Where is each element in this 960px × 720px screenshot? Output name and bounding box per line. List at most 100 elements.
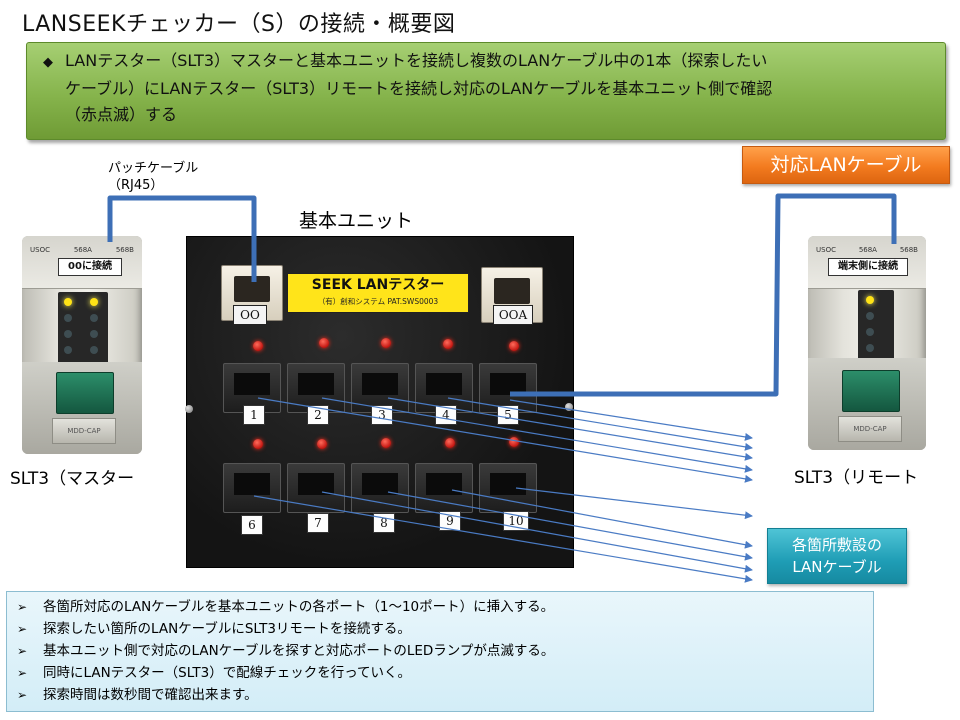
- port-4[interactable]: [415, 363, 473, 413]
- master-led-panel: [58, 292, 108, 364]
- master-led-2a: [64, 314, 72, 322]
- master-top-marks: USOC 568A 568B: [30, 246, 134, 254]
- field-arrow-4: [447, 397, 753, 451]
- arrow-bullet-icon: ➢: [17, 688, 28, 702]
- remote-led-1: [866, 296, 874, 304]
- master-led-1b: [90, 298, 98, 306]
- slt3-remote-device: USOC 568A 568B 端末側に接続 MDD-CAP: [808, 236, 926, 450]
- matching-cable-line: [510, 193, 897, 397]
- port-2[interactable]: [287, 363, 345, 413]
- port-led-6: [253, 439, 263, 449]
- field-cables-label: 各箇所敷設の LANケーブル: [767, 528, 907, 584]
- port-led-2: [319, 338, 329, 348]
- remote-led-4: [866, 344, 874, 352]
- base-unit: OO SEEK LANテスター （有）創和システム PAT.SWS0003 OO…: [185, 236, 574, 568]
- port-led-4: [443, 339, 453, 349]
- summary-box: ◆ LANテスター（SLT3）マスターと基本ユニットを接続し複数のLANケーブル中…: [26, 42, 946, 140]
- arrow-bullet-icon: ➢: [17, 644, 28, 658]
- field-cables-label-line1: 各箇所敷設の: [791, 536, 882, 554]
- seek-brand-label: SEEK LANテスター （有）創和システム PAT.SWS0003: [287, 273, 469, 313]
- notes-box: ➢ 各箇所対応のLANケーブルを基本ユニットの各ポート（1～10ポート）に挿入する…: [6, 591, 874, 712]
- summary-line-3: （赤点滅）する: [65, 105, 178, 124]
- master-led-3b: [90, 330, 98, 338]
- remote-top-marks: USOC 568A 568B: [816, 246, 918, 254]
- port-7[interactable]: [287, 463, 345, 513]
- port-label-2: 2: [307, 405, 329, 425]
- slt3-remote-label: SLT3（リモート: [794, 468, 919, 488]
- port-6[interactable]: [223, 463, 281, 513]
- note-text-4: 同時にLANテスター（SLT3）で配線チェックを行っていく。: [43, 665, 412, 681]
- remote-brand-plate: MDD-CAP: [838, 416, 902, 442]
- note-item-5: ➢ 探索時間は数秒間で確認出来ます。: [17, 684, 873, 706]
- port-led-5: [509, 341, 519, 351]
- slt3-master-device: USOC 568A 568B 00に接続 MDD-CAP: [22, 236, 142, 454]
- field-arrow-group: [253, 397, 753, 583]
- master-sticker: 00に接続: [58, 258, 122, 276]
- field-arrow-3: [387, 397, 753, 461]
- remote-sticker: 端末側に接続: [828, 258, 908, 276]
- remote-mark-usoc: USOC: [816, 246, 836, 254]
- page-title: LANSEEKチェッカー（S）の接続・概要図: [22, 12, 456, 37]
- master-mark-568a: 568A: [73, 246, 92, 254]
- port-9[interactable]: [415, 463, 473, 513]
- port-label-7: 7: [307, 513, 329, 533]
- diamond-bullet-icon: ◆: [43, 55, 53, 70]
- note-text-2: 探索したい箇所のLANケーブルにSLT3リモートを接続する。: [43, 621, 411, 637]
- master-led-3a: [64, 330, 72, 338]
- master-led-1a: [64, 298, 72, 306]
- port-led-3: [381, 338, 391, 348]
- master-mark-568b: 568B: [115, 246, 134, 254]
- remote-led-panel: [858, 290, 894, 362]
- remote-led-3: [866, 328, 874, 336]
- summary-line-1: ◆ LANテスター（SLT3）マスターと基本ユニットを接続し複数のLANケーブル中…: [43, 48, 933, 76]
- port-label-1: 1: [243, 405, 265, 425]
- master-led-4b: [90, 346, 98, 354]
- port-led-8: [381, 438, 391, 448]
- master-connector-latch: [56, 372, 114, 414]
- master-led-2b: [90, 314, 98, 322]
- field-arrow-7: [321, 491, 753, 573]
- note-item-3: ➢基本ユニット側で対応のLANケーブルを探すと対応ポートのLEDランプが点滅する…: [17, 640, 873, 662]
- port-led-1: [253, 341, 263, 351]
- note-item-1: ➢ 各箇所対応のLANケーブルを基本ユニットの各ポート（1～10ポート）に挿入する…: [17, 596, 873, 618]
- seek-brand-subtitle: （有）創和システム PAT.SWS0003: [317, 297, 439, 306]
- field-arrow-8: [387, 491, 753, 561]
- seek-brand-title: SEEK LANテスター: [311, 277, 445, 293]
- summary-text-1: LANテスター（SLT3）マスターと基本ユニットを接続し複数のLANケーブル中の…: [65, 51, 768, 70]
- master-mark-usoc: USOC: [30, 246, 50, 254]
- port-label-6: 6: [241, 515, 263, 535]
- remote-led-2: [866, 312, 874, 320]
- master-led-4a: [64, 346, 72, 354]
- field-arrow-2: [321, 397, 753, 473]
- field-arrow-5: [509, 399, 753, 441]
- port-led-9: [445, 438, 455, 448]
- base-unit-label: 基本ユニット: [299, 210, 414, 232]
- patch-cable-label: パッチケーブル （RJ45）: [108, 160, 198, 194]
- patch-cable-label-line2: （RJ45）: [108, 178, 164, 193]
- port-led-7: [317, 439, 327, 449]
- field-cables-label-line2: LANケーブル: [792, 558, 882, 576]
- patch-cable-line: [107, 195, 257, 282]
- field-arrow-6: [253, 495, 753, 583]
- note-text-5: 探索時間は数秒間で確認出来ます。: [43, 687, 258, 703]
- field-arrow-9: [451, 489, 753, 549]
- patch-cable-label-line1: パッチケーブル: [108, 161, 199, 176]
- remote-mark-568b: 568B: [899, 246, 918, 254]
- bolt-right: [565, 403, 573, 411]
- remote-connector-latch: [842, 370, 900, 412]
- jack-00a-label: OOA: [493, 305, 533, 325]
- remote-mark-568a: 568A: [858, 246, 877, 254]
- master-brand-plate: MDD-CAP: [52, 418, 116, 444]
- jack-00-label: OO: [233, 305, 267, 325]
- arrow-bullet-icon: ➢: [17, 600, 28, 614]
- port-label-8: 8: [373, 513, 395, 533]
- arrow-bullet-icon: ➢: [17, 666, 28, 680]
- note-text-1: 各箇所対応のLANケーブルを基本ユニットの各ポート（1～10ポート）に挿入する。: [43, 599, 555, 615]
- port-label-5: 5: [497, 405, 519, 425]
- arrow-bullet-icon: ➢: [17, 622, 28, 636]
- port-8[interactable]: [351, 463, 409, 513]
- matching-cable-label: 対応LANケーブル: [742, 146, 950, 184]
- port-led-10: [509, 437, 519, 447]
- field-arrow-1: [257, 397, 753, 483]
